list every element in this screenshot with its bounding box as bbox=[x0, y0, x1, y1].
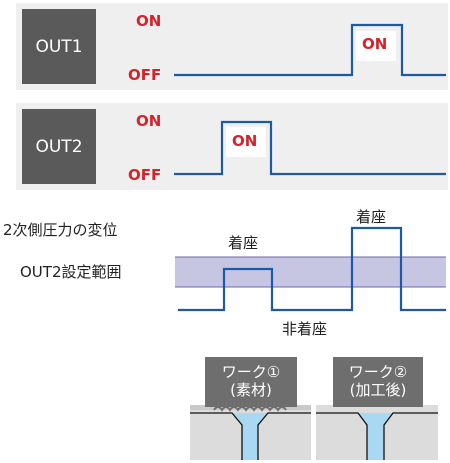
out2-pulse-on-label: ON bbox=[232, 132, 258, 150]
seated-right-label: 着座 bbox=[356, 208, 387, 226]
out2-off-label: OFF bbox=[128, 166, 162, 184]
work2-label: ワーク② (加工後) bbox=[333, 357, 423, 407]
out1-label: OUT1 bbox=[35, 36, 83, 57]
out2-waveform bbox=[174, 120, 446, 176]
work1-desc: (素材) bbox=[230, 381, 272, 399]
work2-fluid bbox=[358, 413, 393, 460]
out1-off-label: OFF bbox=[128, 66, 162, 84]
work1-name: ワーク① bbox=[221, 363, 281, 381]
out1-waveform bbox=[174, 23, 446, 77]
work1-drawing bbox=[190, 405, 311, 460]
work2-name: ワーク② bbox=[348, 363, 408, 381]
pressure-waveform bbox=[178, 226, 446, 312]
out2-on-label: ON bbox=[136, 112, 162, 130]
work2-desc: (加工後) bbox=[349, 381, 407, 399]
out2-label-box: OUT2 bbox=[22, 109, 96, 184]
seated-left-label: 着座 bbox=[228, 234, 259, 252]
out1-label-box: OUT1 bbox=[22, 9, 96, 84]
out1-on-label: ON bbox=[136, 12, 162, 30]
out1-pulse-on-label: ON bbox=[362, 35, 388, 53]
out2-label: OUT2 bbox=[35, 136, 83, 157]
unseated-label: 非着座 bbox=[282, 320, 328, 338]
work1-fluid bbox=[232, 413, 268, 460]
out2-range-label: OUT2設定範囲 bbox=[20, 263, 122, 281]
work1-label: ワーク① (素材) bbox=[205, 357, 297, 407]
pressure-title: 2次側圧力の変位 bbox=[3, 221, 118, 239]
work2-drawing bbox=[316, 405, 438, 460]
out2-range-band bbox=[175, 257, 446, 287]
